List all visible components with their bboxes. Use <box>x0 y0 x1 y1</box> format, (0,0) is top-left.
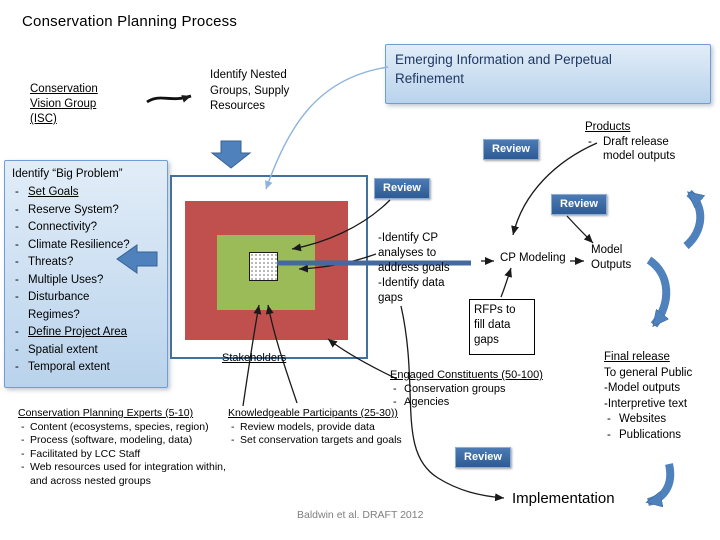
big-problem-item: -Set Goals <box>15 186 79 198</box>
big-problem-item: -Disturbance Regimes? <box>15 291 90 321</box>
experts-item: -Content (ecosystems, species, region) <box>21 420 209 433</box>
participants-item: -Set conservation targets and goals <box>231 434 402 446</box>
final-release-item: -Publications <box>607 428 682 441</box>
big-problem-item: -Climate Resilience? <box>15 238 130 251</box>
experts-title: Conservation Planning Experts (5-10) <box>18 407 194 419</box>
identify-cp-analyses-note: -Identify CP analyses to address goals -… <box>378 232 450 304</box>
big-problem-item: -Connectivity? <box>15 221 98 233</box>
engaged-constituents-block: Engaged Constituents (50-100) -Conservat… <box>390 369 555 410</box>
engaged-title: Engaged Constituents (50-100) <box>390 369 543 381</box>
stakeholders-label: Stakeholders <box>222 352 287 364</box>
conservation-vision-group-label: Conservation Vision Group (ISC) <box>30 83 98 125</box>
final-release-block: Final release To general Public -Model o… <box>604 350 720 443</box>
experts-item: -Process (software, modeling, data) <box>21 434 193 446</box>
big-problem-item: -Multiple Uses? <box>15 273 104 286</box>
big-problem-item: -Reserve System? <box>15 203 119 216</box>
experts-item: -Web resources used for integration with… <box>21 461 226 487</box>
arrow-review3-to-model-outputs <box>566 215 594 244</box>
big-problem-title: Identify “Big Problem” <box>12 168 123 180</box>
products-block: Products -Draft release model outputs <box>585 120 705 164</box>
big-problem-item: -Define Project Area <box>15 326 128 338</box>
knowledgeable-participants-block: Knowledgeable Participants (25-30)) -Rev… <box>228 407 420 448</box>
participants-title: Knowledgeable Participants (25-30)) <box>228 407 398 419</box>
cycle-arrow-final-to-implementation <box>648 463 675 502</box>
cycle-arrow-model-to-final-release <box>646 256 671 328</box>
conservation-planning-experts-block: Conservation Planning Experts (5-10) -Co… <box>18 407 246 488</box>
cycle-arrow-model-to-products <box>683 189 700 250</box>
block-arrow-down-icon <box>210 140 252 169</box>
arrow-rfps-to-cp-modeling <box>500 267 512 298</box>
identify-nested-groups-label: Identify Nested Groups, Supply Resources <box>210 69 290 112</box>
emerging-information-box: Emerging Information and Perpetual Refin… <box>385 44 711 104</box>
arrow-vision-to-nested-groups <box>146 94 192 104</box>
review-badge-1: Review <box>374 178 430 199</box>
model-outputs-label: Model Outputs <box>591 244 632 271</box>
engaged-item: -Conservation groups <box>393 382 506 395</box>
final-release-line: -Model outputs <box>604 382 681 394</box>
rfps-box: RFPs to fill data gaps <box>469 299 535 355</box>
core-group-square <box>249 252 278 281</box>
stakeholders-figure-outer-square <box>170 175 368 359</box>
identify-big-problem-box: Identify “Big Problem” -Set Goals -Reser… <box>4 160 168 388</box>
review-badge-3: Review <box>551 194 607 215</box>
products-item: -Draft release model outputs <box>588 135 676 163</box>
review-badge-2: Review <box>483 139 539 160</box>
big-problem-item: -Temporal extent <box>15 361 110 373</box>
cp-modeling-label: CP Modeling <box>500 252 566 264</box>
products-title: Products <box>585 121 631 133</box>
engaged-item: -Agencies <box>393 396 450 408</box>
final-release-item: -Websites <box>607 413 667 425</box>
participants-item: -Review models, provide data <box>231 420 375 433</box>
final-release-line: -Interpretive text <box>604 397 688 410</box>
attribution-text: Baldwin et al. DRAFT 2012 <box>297 509 424 521</box>
experts-item: -Facilitated by LCC Staff <box>21 447 141 460</box>
page-title: Conservation Planning Process <box>22 13 238 30</box>
big-problem-item: -Threats? <box>15 256 74 268</box>
review-badge-4: Review <box>455 447 511 468</box>
final-release-title: Final release <box>604 351 670 363</box>
big-problem-item: -Spatial extent <box>15 343 98 356</box>
final-release-line: To general Public <box>604 366 693 379</box>
implementation-label: Implementation <box>512 490 615 507</box>
